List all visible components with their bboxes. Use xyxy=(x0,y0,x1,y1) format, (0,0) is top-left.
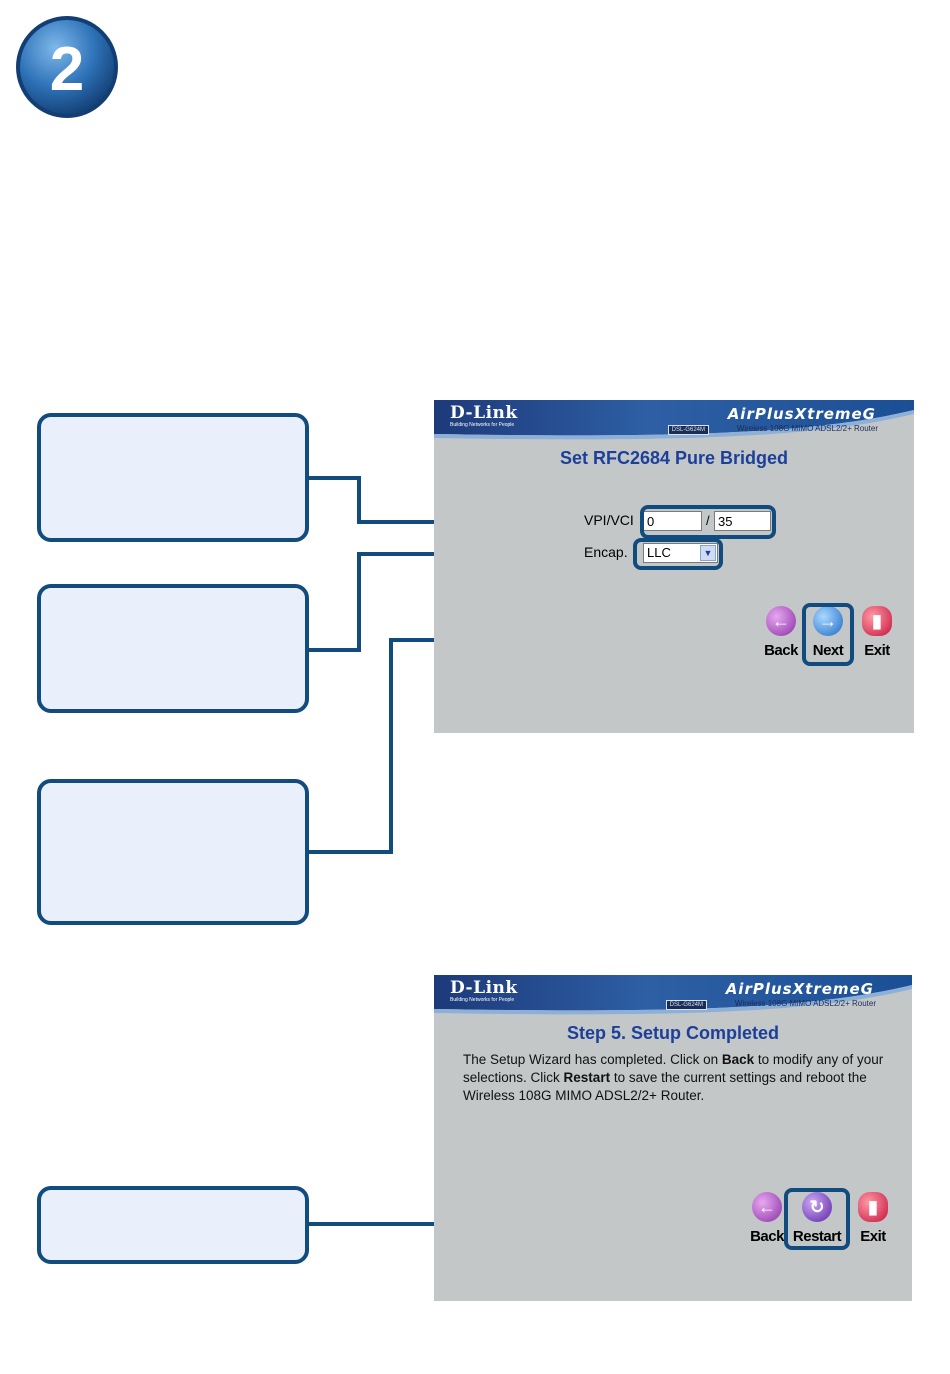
back-keyword: Back xyxy=(721,1052,755,1067)
completion-message: The Setup Wizard has completed. Click on… xyxy=(463,1052,884,1103)
encap-label: Encap. xyxy=(584,544,628,560)
step-number: 2 xyxy=(50,35,84,104)
product-brand: AirPlusXtremeG xyxy=(725,980,874,998)
model-description: Wireless 108G MIMO ADSL2/2+ Router xyxy=(736,424,878,433)
exit-label: Exit xyxy=(864,642,890,659)
callout-encap xyxy=(37,584,309,713)
exit-icon: ▮ xyxy=(858,1192,888,1222)
screen-title: Set RFC2684 Pure Bridged xyxy=(559,448,789,468)
back-label: Back xyxy=(764,642,798,659)
back-arrow-icon: ← xyxy=(766,606,796,636)
dlink-logo: D-Link xyxy=(450,403,518,423)
restart-highlight xyxy=(784,1188,850,1250)
logo-tagline: Building Networks for People xyxy=(450,422,515,428)
back-button[interactable]: ← Back xyxy=(744,1192,790,1245)
model-tag: DSL-G624M xyxy=(665,1000,707,1010)
encap-selected-value: LLC xyxy=(647,545,671,560)
back-arrow-icon: ← xyxy=(752,1192,782,1222)
back-button[interactable]: ← Back xyxy=(758,606,804,659)
vpi-vci-separator: / xyxy=(706,513,710,528)
callout-vpi-vci xyxy=(37,413,309,542)
exit-icon: ▮ xyxy=(862,606,892,636)
restart-button[interactable]: ↻ Restart xyxy=(789,1192,845,1245)
next-label: Next xyxy=(812,642,844,659)
encap-highlight xyxy=(633,538,723,570)
exit-button[interactable]: ▮ Exit xyxy=(850,1192,896,1245)
exit-button[interactable]: ▮ Exit xyxy=(854,606,900,659)
header-banner xyxy=(434,975,912,1015)
vpi-vci-label: VPI/VCI xyxy=(584,512,634,528)
callout-restart xyxy=(37,1186,309,1264)
logo-tagline: Building Networks for People xyxy=(450,997,515,1003)
restart-label: Restart xyxy=(792,1228,842,1245)
setup-completed-screen: D-Link Building Networks for People AirP… xyxy=(434,975,912,1301)
screen-title: Step 5. Setup Completed xyxy=(566,1023,780,1043)
encap-select[interactable]: LLC ▼ xyxy=(643,543,718,563)
back-label: Back xyxy=(750,1228,784,1245)
next-button[interactable]: → Next xyxy=(805,606,851,659)
next-highlight xyxy=(802,603,854,666)
model-description: Wireless 108G MIMO ADSL2/2+ Router xyxy=(734,999,876,1008)
restart-icon: ↻ xyxy=(802,1192,832,1222)
vci-input[interactable]: 35 xyxy=(714,511,771,531)
exit-label: Exit xyxy=(860,1228,886,1245)
dlink-logo: D-Link xyxy=(450,978,518,998)
vpi-vci-highlight xyxy=(640,505,776,539)
restart-keyword: Restart xyxy=(563,1070,611,1085)
model-tag: DSL-G624M xyxy=(667,425,709,435)
chevron-down-icon[interactable]: ▼ xyxy=(700,545,716,561)
header-banner xyxy=(434,400,914,440)
product-brand: AirPlusXtremeG xyxy=(727,405,876,423)
next-arrow-icon: → xyxy=(813,606,843,636)
step-number-badge: 2 xyxy=(16,16,118,118)
callout-next xyxy=(37,779,309,925)
